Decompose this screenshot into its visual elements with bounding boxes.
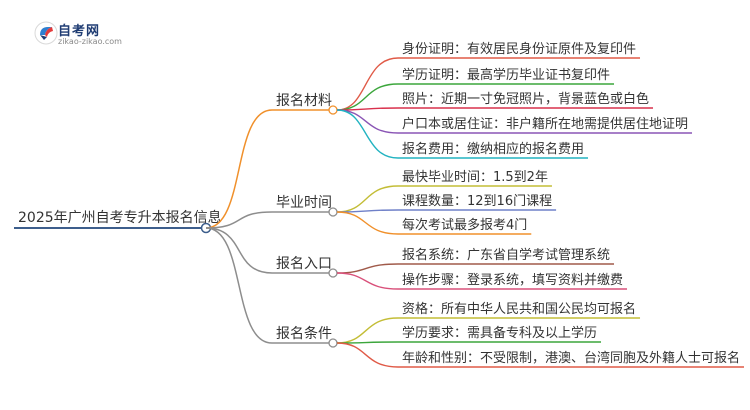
leaf-connector [336, 211, 399, 235]
branch-label: 报名材料 [276, 93, 332, 109]
leaf-connector [336, 317, 399, 344]
branch-label: 报名条件 [276, 325, 332, 342]
leaf-label: 操作步骤：登录系统，填写资料并缴费 [402, 272, 623, 288]
leaf-label: 最快毕业时间：1.5到2年 [402, 170, 548, 185]
leaf-label: 每次考试最多报考4门 [402, 217, 527, 233]
leaf-label: 报名费用：缴纳相应的报名费用 [402, 141, 584, 157]
leaf-connector [336, 272, 399, 290]
leaf-connector [336, 109, 399, 159]
logo-name: 自考网 [58, 24, 101, 39]
leaf-label: 资格：所有中华人民共和国公民均可报名 [402, 301, 636, 317]
leaf-label: 学历要求：需具备专科及以上学历 [402, 325, 597, 341]
root-label: 2025年广州自考专升本报名信息 [18, 209, 222, 226]
leaf-label: 身份证明：有效居民身份证原件及复印件 [402, 41, 636, 57]
logo [34, 15, 144, 51]
branch-connector [205, 109, 273, 229]
branch-connector [205, 227, 273, 344]
leaf-label: 照片：近期一寸免冠照片，背景蓝色或白色 [402, 91, 649, 107]
logo-url: zikao-zikao.com [58, 37, 122, 46]
leaf-connector [336, 109, 399, 134]
graduation-cap-icon [34, 21, 58, 45]
branch-node [328, 207, 338, 217]
branch-node [328, 268, 338, 278]
branch-node [328, 105, 338, 115]
leaf-label: 户口本或居住证：非户籍所在地需提供居住地证明 [402, 116, 688, 132]
leaf-label: 年龄和性别：不受限制，港澳、台湾同胞及外籍人士可报名 [402, 350, 740, 366]
branch-node [328, 338, 338, 348]
leaf-label: 学历证明：最高学历毕业证书复印件 [402, 67, 610, 83]
leaf-label: 报名系统：广东省自学考试管理系统 [402, 247, 610, 263]
leaf-label: 课程数量：12到16门课程 [402, 194, 552, 209]
leaf-connector [336, 185, 399, 213]
leaf-connector [336, 263, 399, 274]
branch-connector [205, 211, 273, 229]
leaf-connector [336, 342, 399, 368]
branch-label: 毕业时间 [276, 195, 332, 211]
branch-label: 报名入口 [276, 256, 332, 272]
branch-connector [205, 227, 273, 274]
leaf-connector [336, 83, 399, 111]
leaf-connector [336, 57, 399, 111]
